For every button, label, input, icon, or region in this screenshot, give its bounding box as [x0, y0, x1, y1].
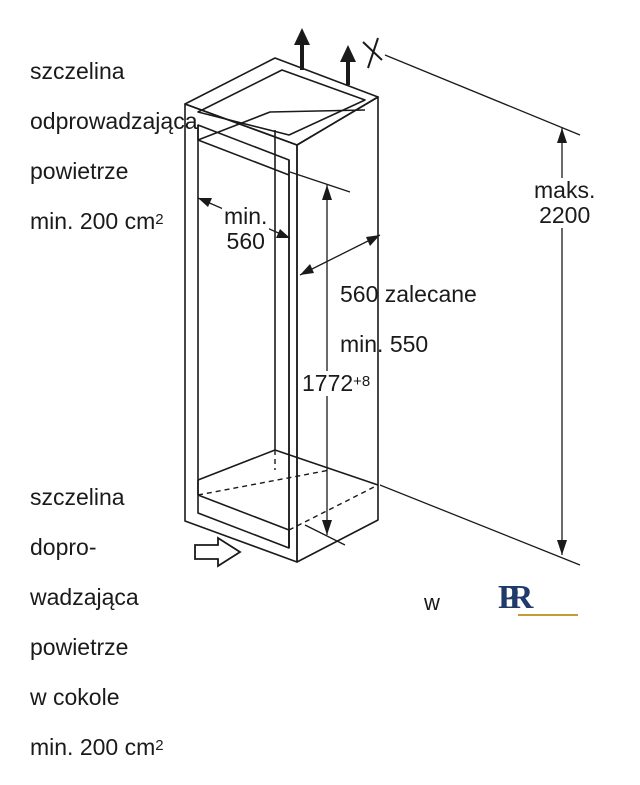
max-height-line-2: 2200 — [539, 202, 591, 228]
height-tolerance: +8 — [353, 373, 371, 390]
bottom-vent-line-4: powietrze — [30, 634, 129, 660]
logo-underline — [518, 614, 578, 616]
bottom-vent-line-5: w cokole — [30, 684, 120, 710]
airflow-out-arrow-right — [340, 45, 356, 85]
airflow-out-arrow-left — [294, 28, 310, 70]
width-min-line-1: min. — [224, 203, 268, 229]
watermark-letter: w — [424, 590, 440, 615]
top-vent-line-4: min. 200 cm2 — [30, 208, 164, 234]
top-vent-line-1: szczelina — [30, 58, 125, 84]
airflow-in-arrow — [194, 536, 242, 568]
cabinet-side — [296, 96, 379, 563]
depth-line-1: 560 zalecane — [340, 281, 477, 307]
cabinet-front-outer — [184, 103, 298, 563]
bottom-vent-line-2: dopro- — [30, 534, 97, 560]
bottom-vent-line-1: szczelina — [30, 484, 125, 510]
top-vent-label: szczelina odprowadzająca powietrze min. … — [30, 34, 198, 259]
bottom-vent-label: szczelina dopro- wadzająca powietrze w c… — [30, 460, 164, 785]
logo-text: PR — [498, 579, 533, 616]
bottom-vent-line-6: min. 200 cm2 — [30, 734, 164, 760]
depth-line-2: min. 550 — [340, 331, 429, 357]
cabinet-top-inner — [197, 69, 366, 136]
max-height-label: maks. 2200 — [532, 177, 598, 228]
niche-installation-diagram — [184, 28, 581, 568]
depth-dimension-line — [299, 234, 381, 276]
brand-logo: PR — [498, 580, 578, 620]
height-value: 1772 — [302, 370, 354, 396]
bottom-vent-line-3: wadzająca — [30, 584, 139, 610]
max-height-line-1: maks. — [534, 177, 596, 203]
height-label: 1772+8 — [300, 370, 373, 396]
top-vent-line-3: powietrze — [30, 158, 129, 184]
width-min-label: min. 560 — [222, 203, 270, 254]
top-limit-mark — [362, 37, 383, 69]
depth-label: 560 zalecane min. 550 — [340, 257, 477, 382]
top-vent-line-2: odprowadzająca — [30, 108, 198, 134]
width-min-line-2: 560 — [226, 228, 265, 254]
